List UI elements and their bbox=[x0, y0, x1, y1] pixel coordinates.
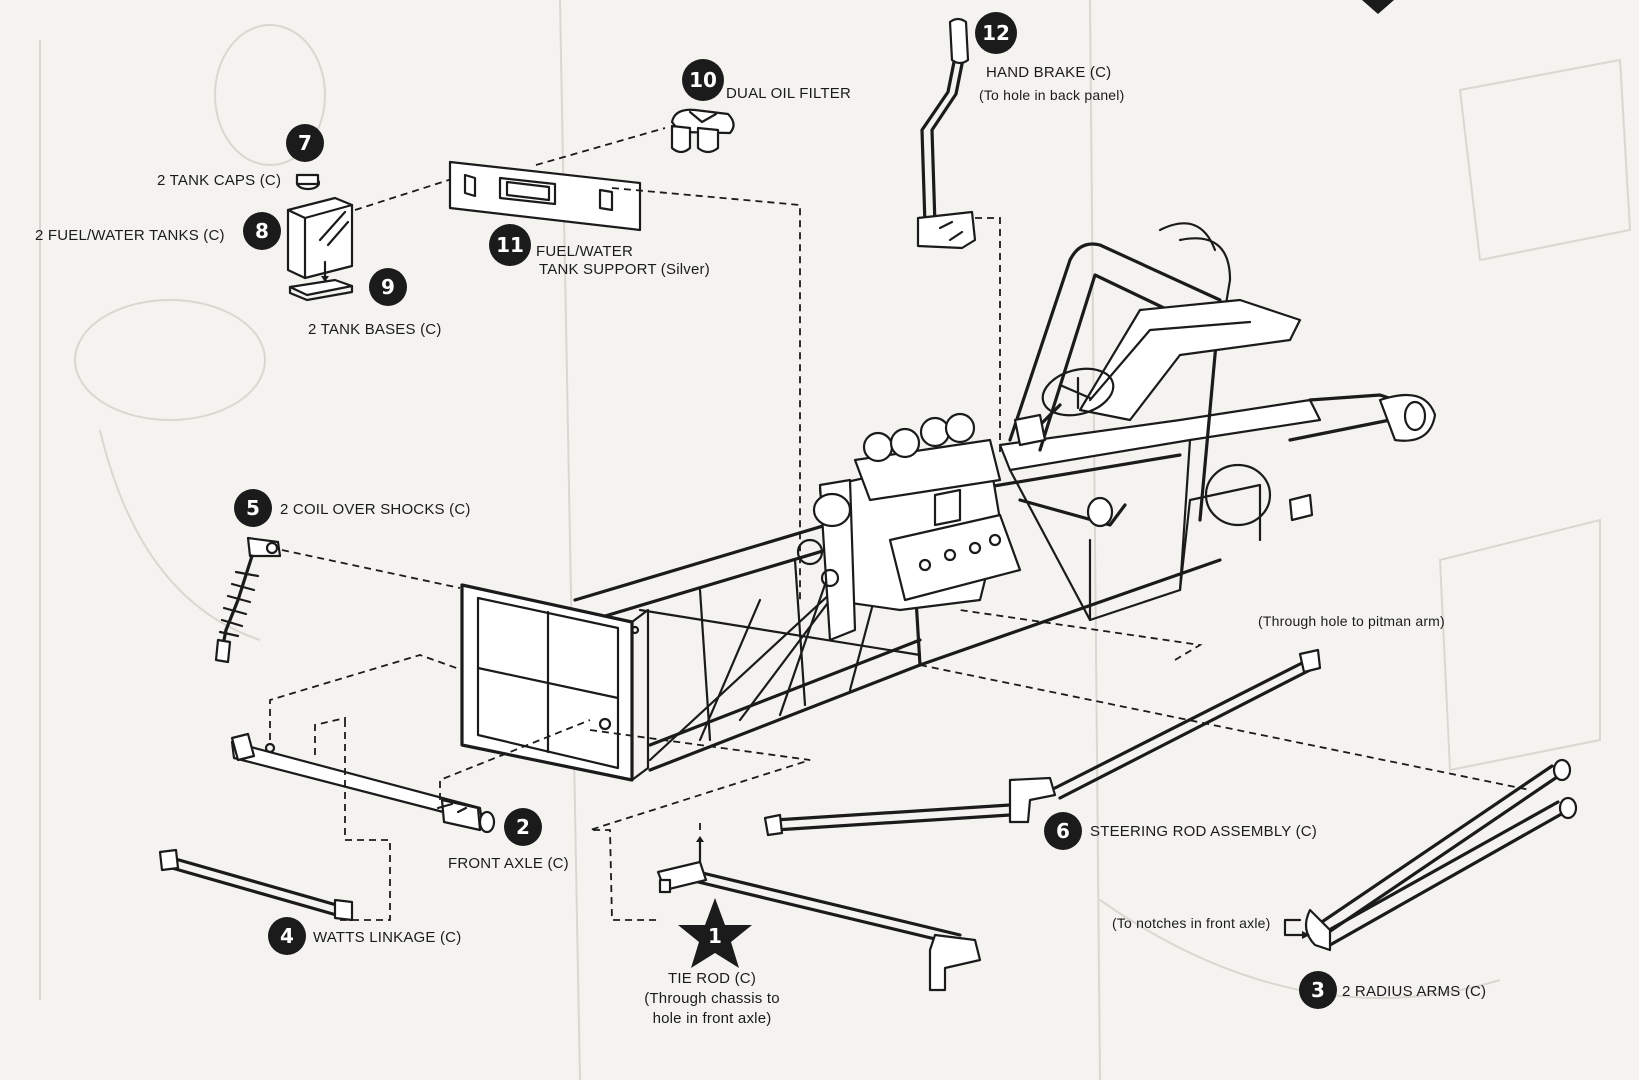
part-10-label: DUAL OIL FILTER bbox=[726, 85, 851, 102]
tank-support-part bbox=[448, 160, 642, 232]
part-5-callout: 5 2 COIL OVER SHOCKS (C) bbox=[234, 489, 471, 527]
number-badge-icon bbox=[243, 212, 281, 250]
number-badge-icon bbox=[489, 224, 531, 266]
part-1-note-line-1: (Through chassis to bbox=[644, 990, 780, 1007]
part-6-note: (Through hole to pitman arm) bbox=[1258, 613, 1445, 629]
part-7-callout: 7 2 TANK CAPS (C) bbox=[157, 124, 324, 189]
part-11-number: 11 bbox=[496, 233, 524, 257]
part-9-number: 9 bbox=[381, 275, 395, 299]
part-9-callout: 9 2 TANK BASES (C) bbox=[308, 268, 442, 338]
part-12-number: 12 bbox=[982, 21, 1010, 45]
chassis-frame bbox=[460, 222, 1437, 782]
part-10-number: 10 bbox=[689, 68, 717, 92]
part-11-label-line-2: TANK SUPPORT (Silver) bbox=[539, 261, 710, 278]
part-2-label: FRONT AXLE (C) bbox=[448, 855, 569, 872]
hand-brake-part bbox=[916, 17, 977, 250]
part-8-label: 2 FUEL/WATER TANKS (C) bbox=[35, 227, 225, 244]
part-11-label-line-1: FUEL/WATER bbox=[536, 243, 633, 260]
star-badge-icon bbox=[678, 898, 752, 968]
part-3-note: (To notches in front axle) bbox=[1112, 915, 1271, 931]
part-8-number: 8 bbox=[255, 219, 269, 243]
part-12-callout: 12 HAND BRAKE (C) (To hole in back panel… bbox=[975, 12, 1124, 103]
number-badge-icon bbox=[234, 489, 272, 527]
oil-filter-part bbox=[670, 108, 735, 154]
number-badge-icon bbox=[369, 268, 407, 306]
part-6-number: 6 bbox=[1056, 819, 1070, 843]
watts-linkage-part bbox=[158, 848, 354, 922]
arrow-marker-icon bbox=[1362, 0, 1394, 14]
part-2-number: 2 bbox=[516, 815, 530, 839]
part-1-label: TIE ROD (C) bbox=[668, 970, 756, 987]
part-9-label: 2 TANK BASES (C) bbox=[308, 321, 442, 338]
part-11-callout: 11 FUEL/WATER TANK SUPPORT (Silver) bbox=[489, 224, 710, 278]
number-badge-icon bbox=[682, 59, 724, 101]
part-10-callout: 10 DUAL OIL FILTER bbox=[682, 59, 851, 102]
part-4-number: 4 bbox=[280, 924, 294, 948]
number-badge-icon bbox=[286, 124, 324, 162]
radius-arms-part bbox=[1304, 758, 1578, 952]
fuel-water-tank-part bbox=[286, 173, 354, 302]
part-4-callout: 4 WATTS LINKAGE (C) bbox=[268, 917, 461, 955]
part-7-number: 7 bbox=[298, 131, 312, 155]
part-6-callout: 6 STEERING ROD ASSEMBLY (C) (Through hol… bbox=[1044, 613, 1445, 850]
part-7-label: 2 TANK CAPS (C) bbox=[157, 172, 281, 189]
part-3-label: 2 RADIUS ARMS (C) bbox=[1342, 983, 1486, 1000]
steering-rod-part bbox=[763, 648, 1322, 837]
front-axle-part bbox=[230, 732, 496, 834]
number-badge-icon bbox=[1044, 812, 1082, 850]
part-2-callout: 2 FRONT AXLE (C) bbox=[448, 808, 569, 872]
part-5-number: 5 bbox=[246, 496, 260, 520]
tie-rod-part bbox=[656, 836, 982, 992]
part-8-callout: 8 2 FUEL/WATER TANKS (C) bbox=[35, 212, 281, 250]
part-1-note-line-2: hole in front axle) bbox=[653, 1010, 772, 1027]
part-1-callout: 1 TIE ROD (C) (Through chassis to hole i… bbox=[644, 898, 780, 1027]
part-5-label: 2 COIL OVER SHOCKS (C) bbox=[280, 501, 471, 518]
part-1-number: 1 bbox=[708, 924, 722, 948]
part-3-callout: 3 2 RADIUS ARMS (C) (To notches in front… bbox=[1112, 915, 1486, 1009]
part-12-label: HAND BRAKE (C) bbox=[986, 64, 1111, 81]
part-4-label: WATTS LINKAGE (C) bbox=[313, 929, 461, 946]
number-badge-icon bbox=[268, 917, 306, 955]
part-3-number: 3 bbox=[1311, 978, 1325, 1002]
number-badge-icon bbox=[975, 12, 1017, 54]
engine-block bbox=[796, 412, 1127, 642]
part-12-note: (To hole in back panel) bbox=[979, 87, 1124, 103]
part-6-label: STEERING ROD ASSEMBLY (C) bbox=[1090, 823, 1317, 840]
coil-over-shock-part bbox=[214, 536, 282, 664]
number-badge-icon bbox=[1299, 971, 1337, 1009]
number-badge-icon bbox=[504, 808, 542, 846]
